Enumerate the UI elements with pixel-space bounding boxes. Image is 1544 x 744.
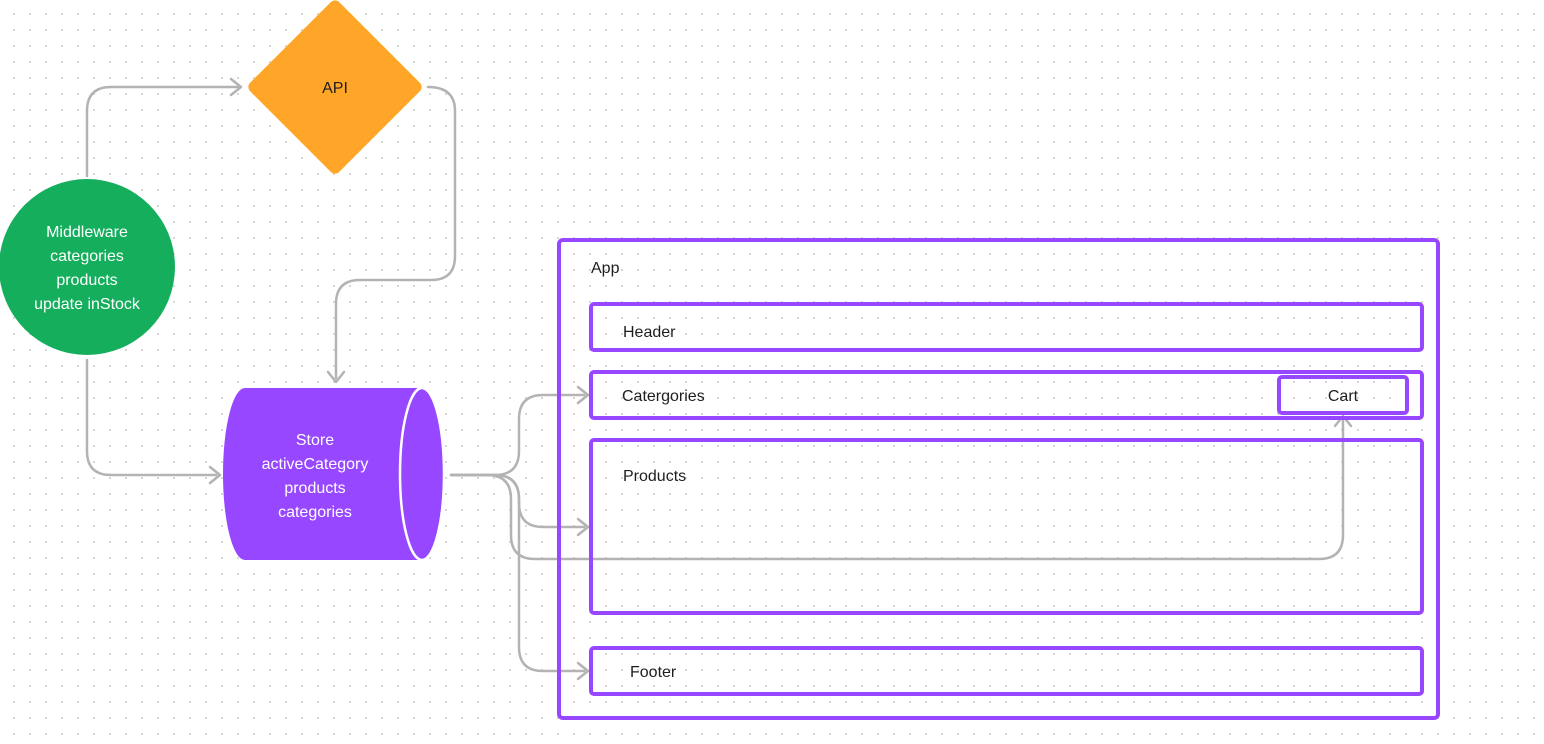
store-cylinder-body bbox=[223, 388, 444, 560]
categories-component[interactable]: Catergories bbox=[589, 370, 1424, 420]
arrowhead-products bbox=[576, 517, 590, 537]
products-frame bbox=[589, 438, 1424, 615]
app-frame[interactable]: App bbox=[557, 238, 1440, 720]
arrowhead-api bbox=[229, 77, 243, 97]
connector-middleware-to-store bbox=[85, 358, 218, 477]
categories-label: Catergories bbox=[622, 388, 705, 405]
connector-store-to-categories bbox=[449, 393, 586, 477]
connector-store-to-cart bbox=[449, 418, 1345, 561]
categories-frame bbox=[589, 370, 1424, 420]
store-line: activeCategory bbox=[262, 456, 369, 473]
arrowhead-categories bbox=[576, 385, 590, 405]
arrowhead-store-top bbox=[326, 370, 346, 384]
middleware-line: categories bbox=[50, 248, 124, 265]
app-frame-border bbox=[557, 238, 1440, 720]
api-label: API bbox=[322, 80, 348, 97]
api-diamond bbox=[248, 0, 422, 174]
arrowhead-footer bbox=[576, 661, 590, 681]
header-component[interactable]: Header bbox=[589, 302, 1424, 352]
header-frame bbox=[589, 302, 1424, 352]
middleware-circle bbox=[0, 179, 175, 355]
middleware-node[interactable]: Middleware categories products update in… bbox=[0, 179, 175, 355]
store-line: categories bbox=[278, 504, 352, 521]
store-line: Store bbox=[296, 432, 334, 449]
store-line: products bbox=[284, 480, 345, 497]
footer-frame bbox=[589, 646, 1424, 696]
footer-label: Footer bbox=[630, 664, 677, 681]
products-label: Products bbox=[623, 468, 686, 485]
connector-store-to-footer bbox=[449, 473, 586, 673]
connector-middleware-to-api bbox=[85, 85, 240, 178]
products-component[interactable]: Products bbox=[589, 438, 1424, 615]
store-cylinder-cap bbox=[398, 386, 446, 562]
cart-label: Cart bbox=[1328, 388, 1359, 405]
footer-component[interactable]: Footer bbox=[589, 646, 1424, 696]
connector-api-to-store bbox=[334, 85, 457, 380]
connectors bbox=[85, 77, 1353, 681]
connector-store-to-products bbox=[449, 473, 586, 529]
middleware-line: Middleware bbox=[46, 224, 128, 241]
app-label: App bbox=[591, 260, 620, 277]
cart-frame bbox=[1277, 375, 1409, 415]
header-label: Header bbox=[623, 324, 676, 341]
store-node[interactable]: Store activeCategory products categories bbox=[223, 386, 446, 562]
arrowhead-store-left bbox=[208, 465, 222, 485]
middleware-line: update inStock bbox=[34, 296, 141, 313]
api-node[interactable]: API bbox=[246, 0, 424, 176]
middleware-line: products bbox=[56, 272, 117, 289]
cart-component[interactable]: Cart bbox=[1277, 375, 1409, 415]
